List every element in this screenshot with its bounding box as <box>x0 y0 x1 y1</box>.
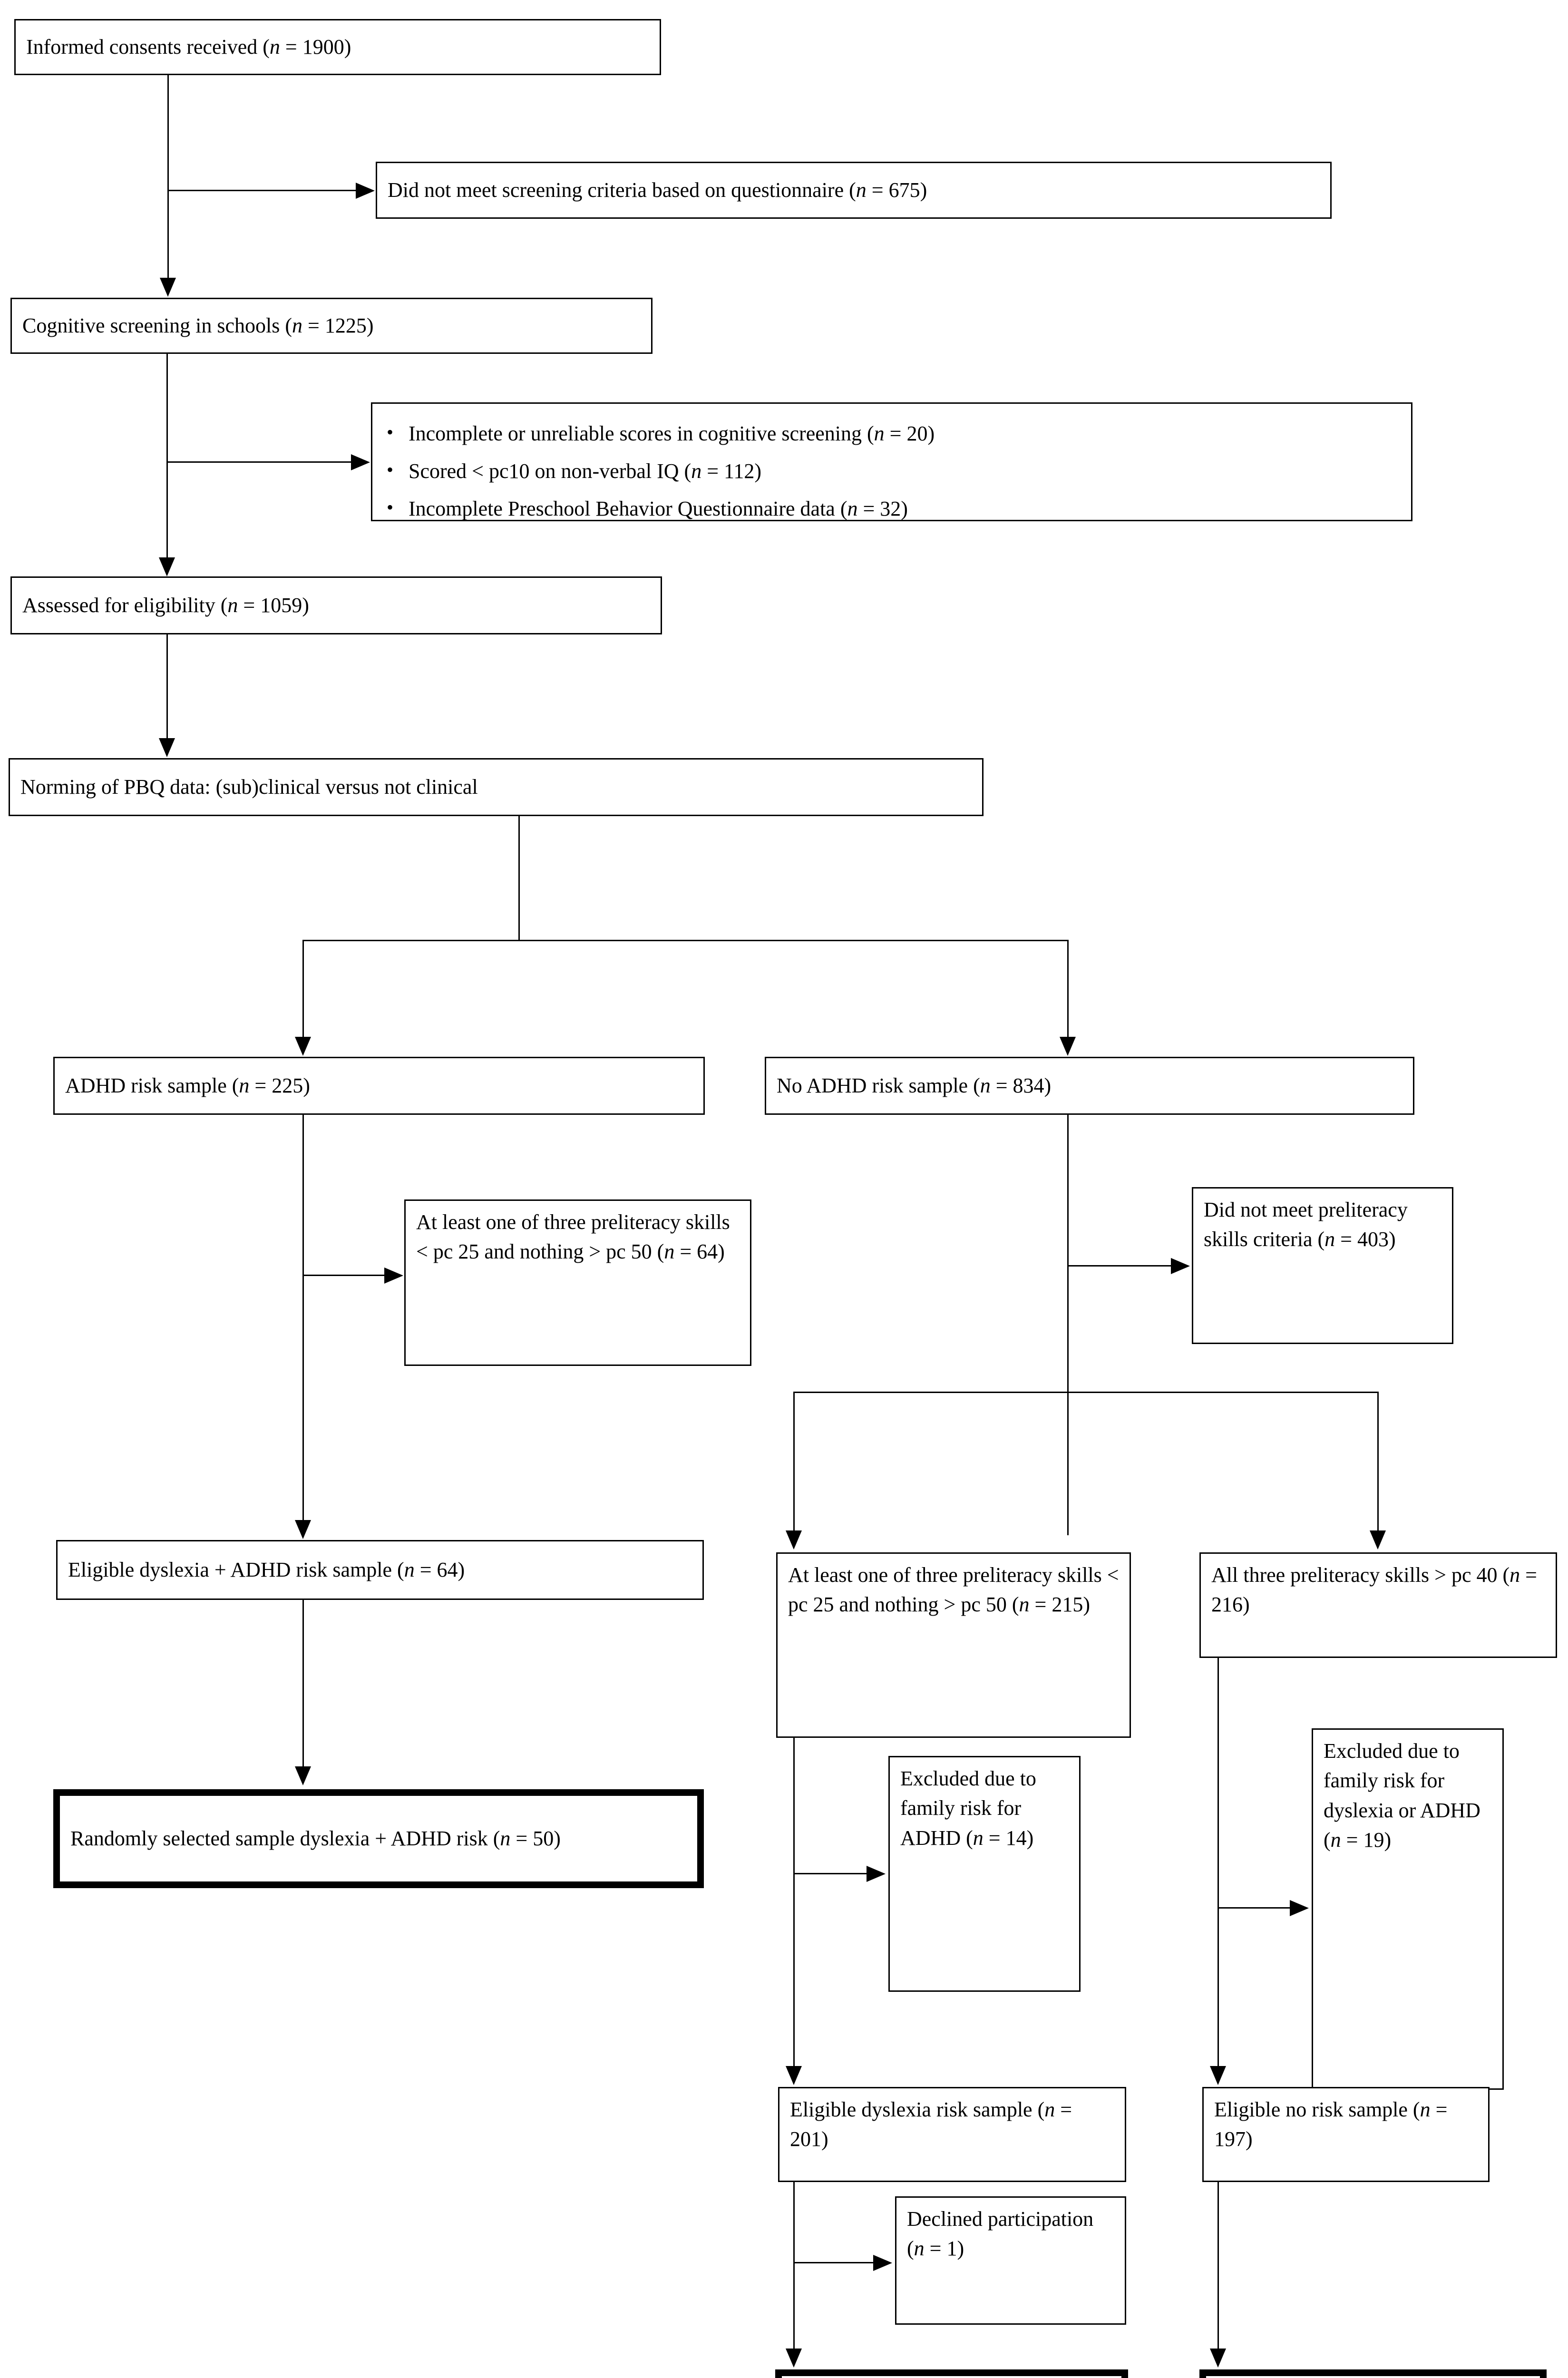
node-label: No ADHD risk sample (n = 834) <box>777 1073 1052 1097</box>
edge-eligible-dyslexia-to-declined <box>793 2262 874 2263</box>
node-randomly-selected-dyslexia-adhd: Randomly selected sample dyslexia + ADHD… <box>53 1789 704 1888</box>
node-label: ADHD risk sample (n = 225) <box>65 1073 310 1097</box>
edge-arrowhead <box>786 2349 802 2368</box>
edge-adhd-to-eligible <box>302 1115 304 1521</box>
edge-no-adhd-to-preliteracy-215 <box>793 1392 795 1532</box>
edge-arrowhead <box>159 557 175 576</box>
node-label: Eligible dyslexia + ADHD risk sample (n … <box>68 1558 465 1581</box>
edge-no-adhd-stem <box>1067 1115 1069 1535</box>
node-label: Randomly selected sample dyslexia + ADHD… <box>70 1826 561 1850</box>
edge-arrowhead <box>351 454 370 470</box>
node-declined-participation: Declined participation (n = 1) <box>895 2196 1126 2325</box>
node-label: Eligible dyslexia risk sample (n = 201) <box>790 2098 1078 2151</box>
edge-no-adhd-split-bar <box>793 1392 1378 1393</box>
bullet-icon: • <box>387 459 394 481</box>
edge-arrowhead <box>1210 2349 1226 2368</box>
bullet-label: Scored < pc10 on non-verbal IQ (n = 112) <box>409 459 762 483</box>
edge-arrowhead <box>384 1267 403 1284</box>
edge-eligibility-to-norming <box>166 634 168 740</box>
edge-arrowhead <box>873 2255 892 2271</box>
bullet-icon: • <box>387 421 394 443</box>
node-label: Did not meet screening criteria based on… <box>388 178 927 202</box>
bullet-label: Incomplete or unreliable scores in cogni… <box>409 422 935 445</box>
edge-arrowhead <box>1210 2066 1226 2085</box>
node-label: Informed consents received (n = 1900) <box>26 35 351 58</box>
node-label: At least one of three preliteracy skills… <box>416 1210 735 1264</box>
node-all-three-preliteracy: All three preliteracy skills > pc 40 (n … <box>1199 1552 1557 1658</box>
node-cognitive-screening: Cognitive screening in schools (n = 1225… <box>10 298 653 354</box>
edge-no-adhd-to-all-three <box>1377 1392 1379 1532</box>
edge-allthree-to-excluded-dyslexia-adhd <box>1217 1907 1291 1909</box>
edge-arrowhead <box>295 1520 311 1539</box>
node-adhd-risk-sample: ADHD risk sample (n = 225) <box>53 1057 705 1115</box>
node-did-not-meet-preliteracy: Did not meet preliteracy skills criteria… <box>1192 1187 1453 1344</box>
edge-eligible-to-random-dyslexia-adhd <box>302 1600 304 1767</box>
list-item: • Scored < pc10 on non-verbal IQ (n = 11… <box>387 458 1397 485</box>
edge-eligible-no-risk-to-random <box>1217 2182 1219 2349</box>
edge-arrowhead <box>867 1866 886 1882</box>
edge-cognitive-to-eligibility <box>166 354 168 558</box>
edge-arrowhead <box>786 1530 802 1550</box>
node-excluded-family-adhd: Excluded due to family risk for ADHD (n … <box>888 1756 1081 1992</box>
node-label: Excluded due to family risk for ADHD (n … <box>900 1767 1042 1850</box>
edge-preliteracy215-to-eligible-dyslexia-risk <box>793 1738 795 2067</box>
node-label: At least one of three preliteracy skills… <box>788 1563 1124 1617</box>
edge-arrowhead <box>356 183 375 199</box>
edge-consents-to-screening-exclusion <box>167 190 357 191</box>
edge-norming-stem <box>518 816 520 941</box>
edge-arrowhead <box>1171 1258 1190 1274</box>
edge-consents-to-cognitive <box>167 75 169 279</box>
node-no-adhd-risk-sample: No ADHD risk sample (n = 834) <box>765 1057 1414 1115</box>
bullet-label: Incomplete Preschool Behavior Questionna… <box>409 497 908 521</box>
node-eligible-dyslexia-risk: Eligible dyslexia risk sample (n = 201) <box>778 2087 1126 2182</box>
node-label: Assessed for eligibility (n = 1059) <box>22 593 309 617</box>
edge-allthree-to-eligible-no-risk <box>1217 1658 1219 2067</box>
edge-norming-to-no-adhd <box>1067 940 1069 1039</box>
node-preliteracy-adhd-branch: At least one of three preliteracy skills… <box>404 1199 751 1366</box>
edge-adhd-to-preliteracy-branch <box>302 1275 385 1276</box>
edge-norming-to-adhd <box>302 940 304 1039</box>
list-item: • Incomplete Preschool Behavior Question… <box>387 495 1397 522</box>
node-preliteracy-noadhd-branch: At least one of three preliteracy skills… <box>776 1552 1131 1738</box>
list-item: • Incomplete or unreliable scores in cog… <box>387 420 1397 447</box>
edge-no-adhd-to-did-not-meet <box>1067 1265 1172 1267</box>
edge-arrowhead <box>295 1037 311 1056</box>
node-label: Cognitive screening in schools (n = 1225… <box>22 313 374 337</box>
edge-arrowhead <box>160 278 176 297</box>
edge-eligible-dyslexia-to-random <box>793 2182 795 2349</box>
node-excluded-family-dyslexia-adhd: Excluded due to family risk for dyslexia… <box>1312 1728 1504 2090</box>
edge-arrowhead <box>1370 1530 1386 1550</box>
node-label: Norming of PBQ data: (sub)clinical versu… <box>20 775 478 799</box>
edge-preliteracy215-to-excluded-adhd <box>793 1873 867 1874</box>
node-exclusion-bullets: • Incomplete or unreliable scores in cog… <box>371 402 1412 521</box>
node-not-meet-screening: Did not meet screening criteria based on… <box>376 162 1332 219</box>
edge-arrowhead <box>786 2066 802 2085</box>
edge-cognitive-to-bullet-exclusions <box>166 461 352 463</box>
node-eligible-dyslexia-adhd: Eligible dyslexia + ADHD risk sample (n … <box>56 1540 704 1600</box>
edge-arrowhead <box>159 738 175 757</box>
edge-arrowhead <box>295 1766 311 1785</box>
node-norming-pbq: Norming of PBQ data: (sub)clinical versu… <box>9 758 984 816</box>
node-randomly-selected-no-risk: Randomly selected sample no risk (n = 48… <box>1199 2369 1547 2378</box>
edge-arrowhead <box>1060 1037 1076 1056</box>
node-label: Did not meet preliteracy skills criteria… <box>1204 1198 1413 1251</box>
node-label: Excluded due to family risk for dyslexia… <box>1324 1739 1486 1852</box>
edge-arrowhead <box>1290 1900 1309 1916</box>
node-eligible-no-risk: Eligible no risk sample (n = 197) <box>1202 2087 1490 2182</box>
node-informed-consents: Informed consents received (n = 1900) <box>14 19 661 75</box>
node-randomly-selected-dyslexia-risk: Randomly selected sample dyslexia risk (… <box>775 2369 1128 2378</box>
node-label: Declined participation (n = 1) <box>907 2207 1099 2261</box>
bullet-icon: • <box>387 497 394 518</box>
edge-norming-split-bar <box>302 940 1068 941</box>
node-assessed-eligibility: Assessed for eligibility (n = 1059) <box>10 576 662 634</box>
node-label: All three preliteracy skills > pc 40 (n … <box>1211 1563 1542 1617</box>
node-label: Eligible no risk sample (n = 197) <box>1214 2098 1453 2151</box>
